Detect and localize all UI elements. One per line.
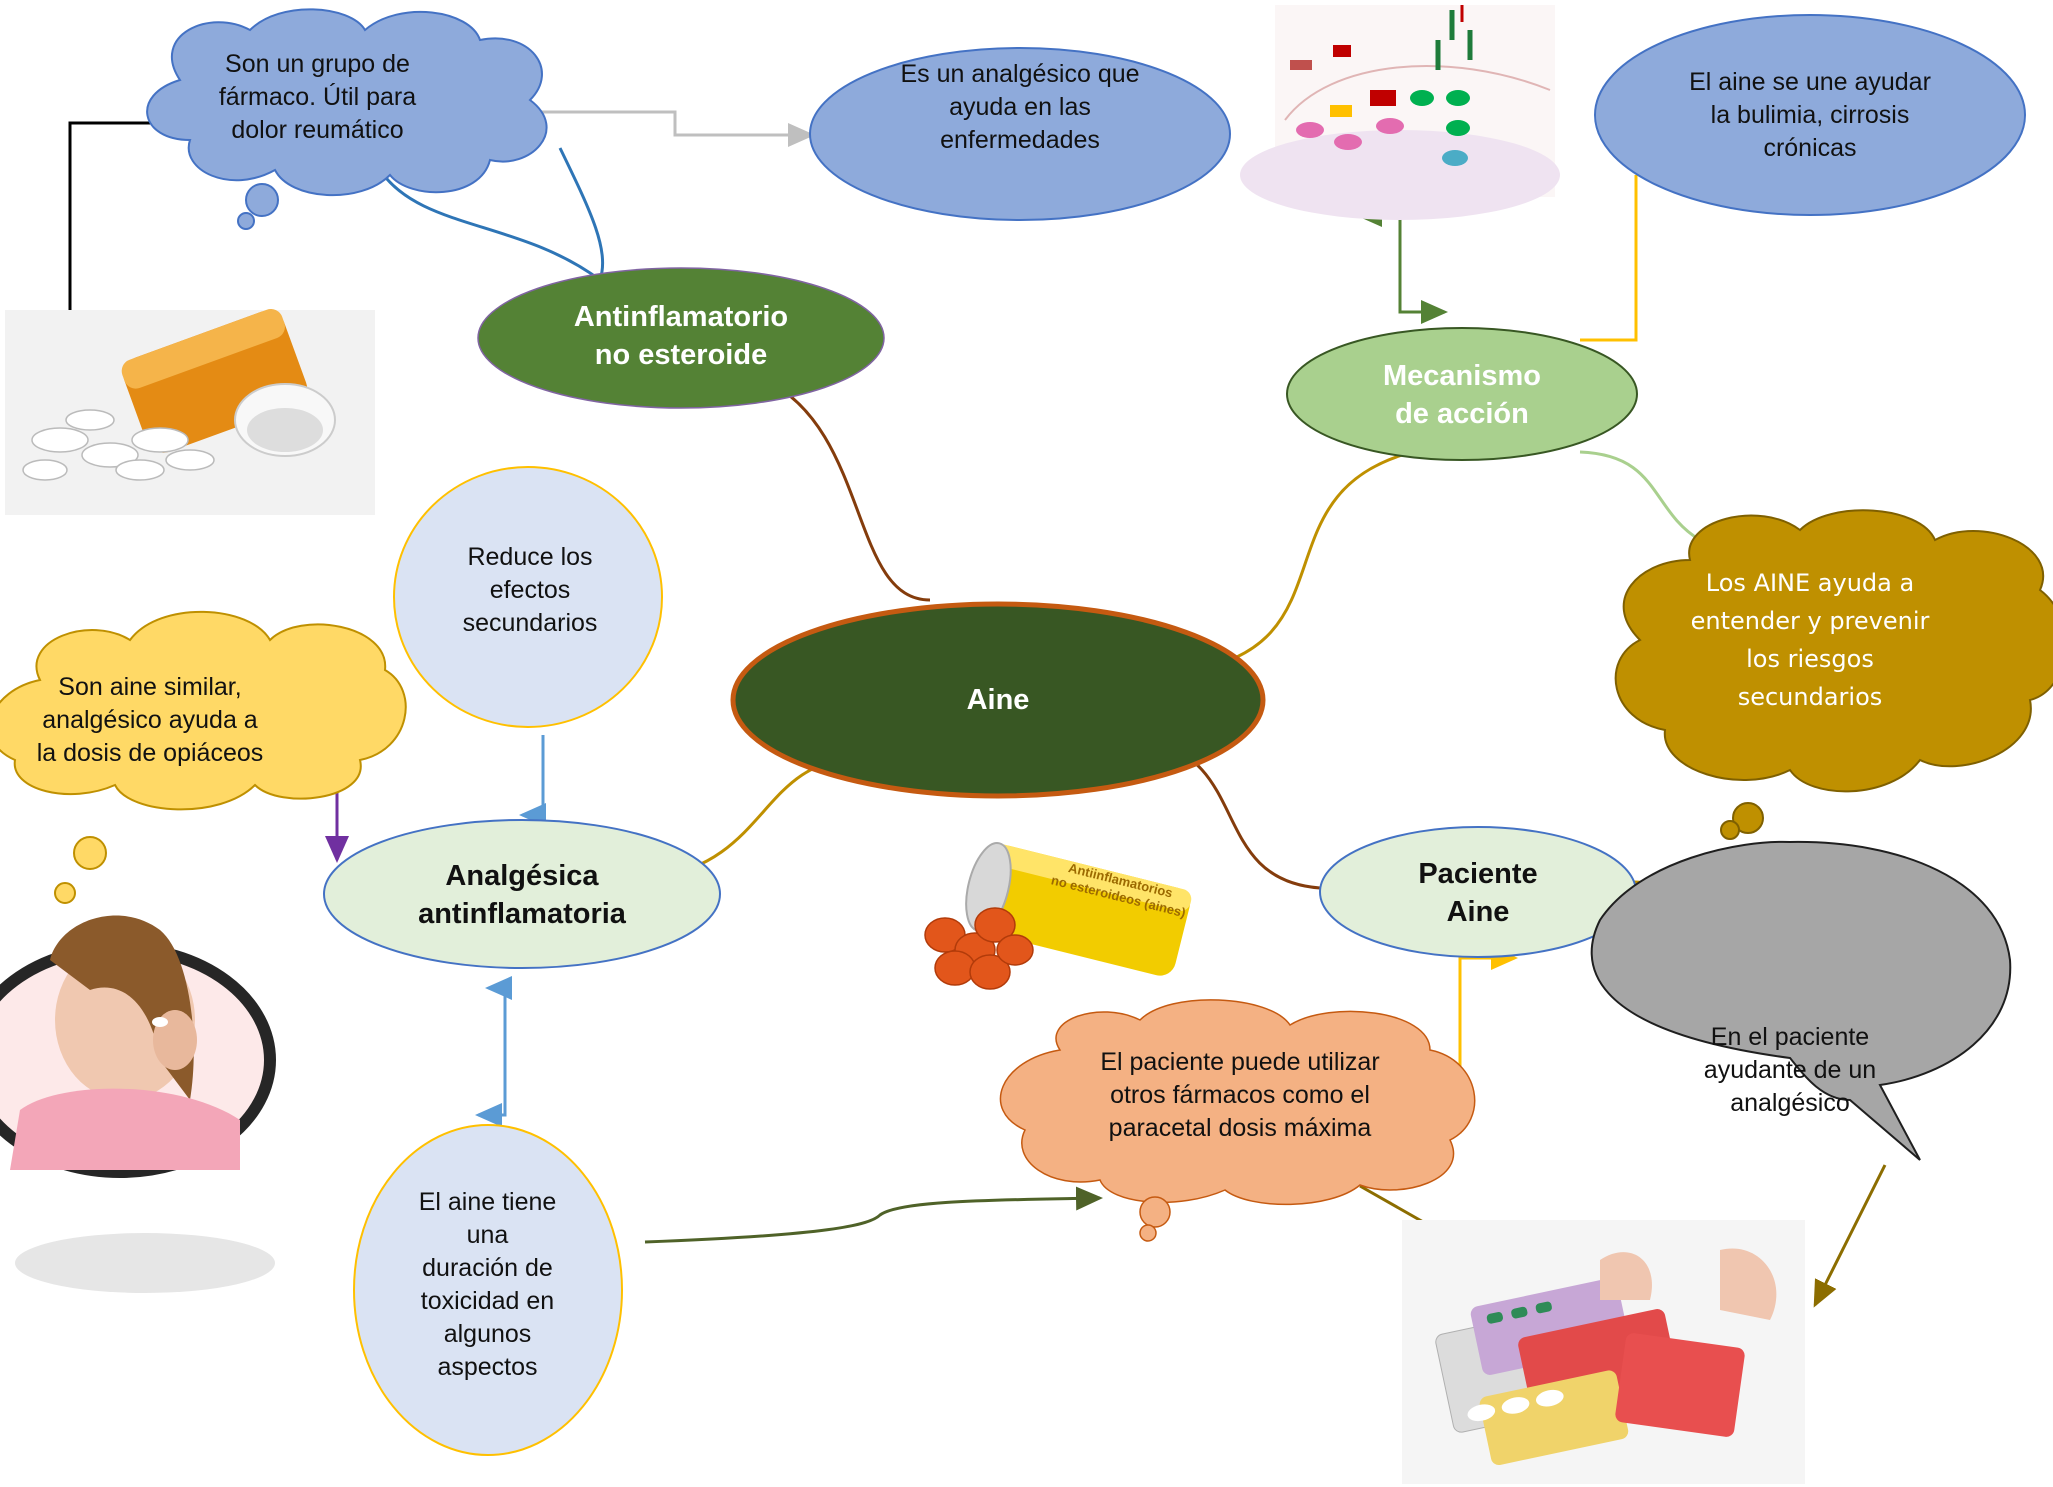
branch-mecanismo-label: Mecanismo de acción [1383, 360, 1541, 430]
pathway-diagram-image [1240, 5, 1560, 220]
note-duracion-toxicidad: El aine tiene una duración de toxicidad … [385, 1180, 590, 1390]
connector-mecanismo-riesgos [1579, 450, 1701, 542]
note-grupo-farmaco: Son un grupo de fármaco. Útil para dolor… [180, 42, 455, 152]
aine-ellipse [730, 601, 1266, 799]
cloud-grupo [146, 8, 548, 230]
note-paciente-ayudante: En el paciente ayudante de un analgésico [1665, 1015, 1915, 1125]
pill-bottle-photo [5, 309, 375, 515]
note-similar-opiaceos: Son aine similar, analgésico ayuda a la … [5, 665, 295, 775]
connector-reduce-analgesica [519, 735, 546, 827]
connector-antinflamatorio-grupo [378, 147, 605, 282]
note-prevenir-riesgos-text: Los AINE ayuda a entender y prevenir los… [1690, 569, 1930, 711]
cloud-otros [999, 999, 1476, 1242]
analgesico-ellipse [809, 47, 1231, 221]
cloud-similar [0, 610, 407, 904]
note-duracion-toxicidad-text: El aine tiene una duración de toxicidad … [418, 1188, 557, 1381]
branch-paciente: Paciente Aine [1340, 848, 1616, 938]
connector-aine-mecanismo [1179, 448, 1421, 674]
central-topic-label: Aine [966, 684, 1030, 716]
analgesica-ellipse [323, 819, 721, 969]
note-otros-farmacos: El paciente puede utilizar otros fármaco… [1070, 1040, 1410, 1150]
connector-grupo-analgesico [540, 110, 815, 147]
shapes [323, 14, 2026, 1456]
note-otros-farmacos-text: El paciente puede utilizar otros fármaco… [1100, 1047, 1380, 1142]
branch-antinflamatorio: Antinflamatorio no esteroide [500, 290, 862, 382]
duracion-ellipse [353, 1124, 623, 1456]
note-bulimia: El aine se une ayudar la bulimia, cirros… [1635, 60, 1985, 170]
connector-mecanismo-diagram [1360, 213, 1443, 314]
pill-blister-photo [1402, 1220, 1805, 1484]
note-analgesico-enfermedades: Es un analgésico que ayuda en las enferm… [845, 52, 1195, 162]
yellow-pill-bottle-photo [924, 842, 1192, 990]
connector-aine-antinflamatorio [764, 378, 931, 602]
note-paciente-ayudante-text: En el paciente ayudante de un analgésico [1703, 1022, 1877, 1117]
speech-ayudante [1590, 840, 2012, 1161]
connector-duracion-otros [644, 1186, 1103, 1244]
note-reduce-efectos: Reduce los efectos secundarios [420, 535, 640, 645]
note-bulimia-text: El aine se une ayudar la bulimia, cirros… [1689, 67, 1931, 162]
branch-analgesica-label: Analgésica antinflamatoria [418, 860, 626, 930]
central-topic-aine: Aine [760, 660, 1236, 740]
note-prevenir-riesgos: Los AINE ayuda a entender y prevenir los… [1660, 565, 1960, 715]
branch-mecanismo: Mecanismo de acción [1300, 350, 1624, 440]
note-analgesico-enfermedades-text: Es un analgésico que ayuda en las enferm… [900, 59, 1140, 154]
connector-ayudante-photo [1813, 1164, 1887, 1308]
note-similar-opiaceos-text: Son aine similar, analgésico ayuda a la … [36, 672, 264, 767]
mecanismo-ellipse [1286, 327, 1638, 461]
connector-mecanismo-bulimia [1580, 175, 1638, 342]
branch-paciente-label: Paciente Aine [1418, 858, 1538, 928]
note-reduce-efectos-text: Reduce los efectos secundarios [462, 542, 598, 637]
reduce-ellipse [393, 466, 663, 728]
cloud-riesgos [1614, 509, 2053, 840]
branch-antinflamatorio-label: Antinflamatorio no esteroide [573, 301, 789, 371]
connector-duracion-analgesica [480, 986, 507, 1117]
branch-analgesica: Analgésica antinflamatoria [340, 850, 704, 940]
note-grupo-farmaco-text: Son un grupo de fármaco. Útil para dolor… [218, 49, 417, 144]
woman-pill-photo [0, 915, 276, 1293]
antinflamatorio-ellipse [477, 267, 885, 409]
bulimia-ellipse [1594, 14, 2026, 216]
